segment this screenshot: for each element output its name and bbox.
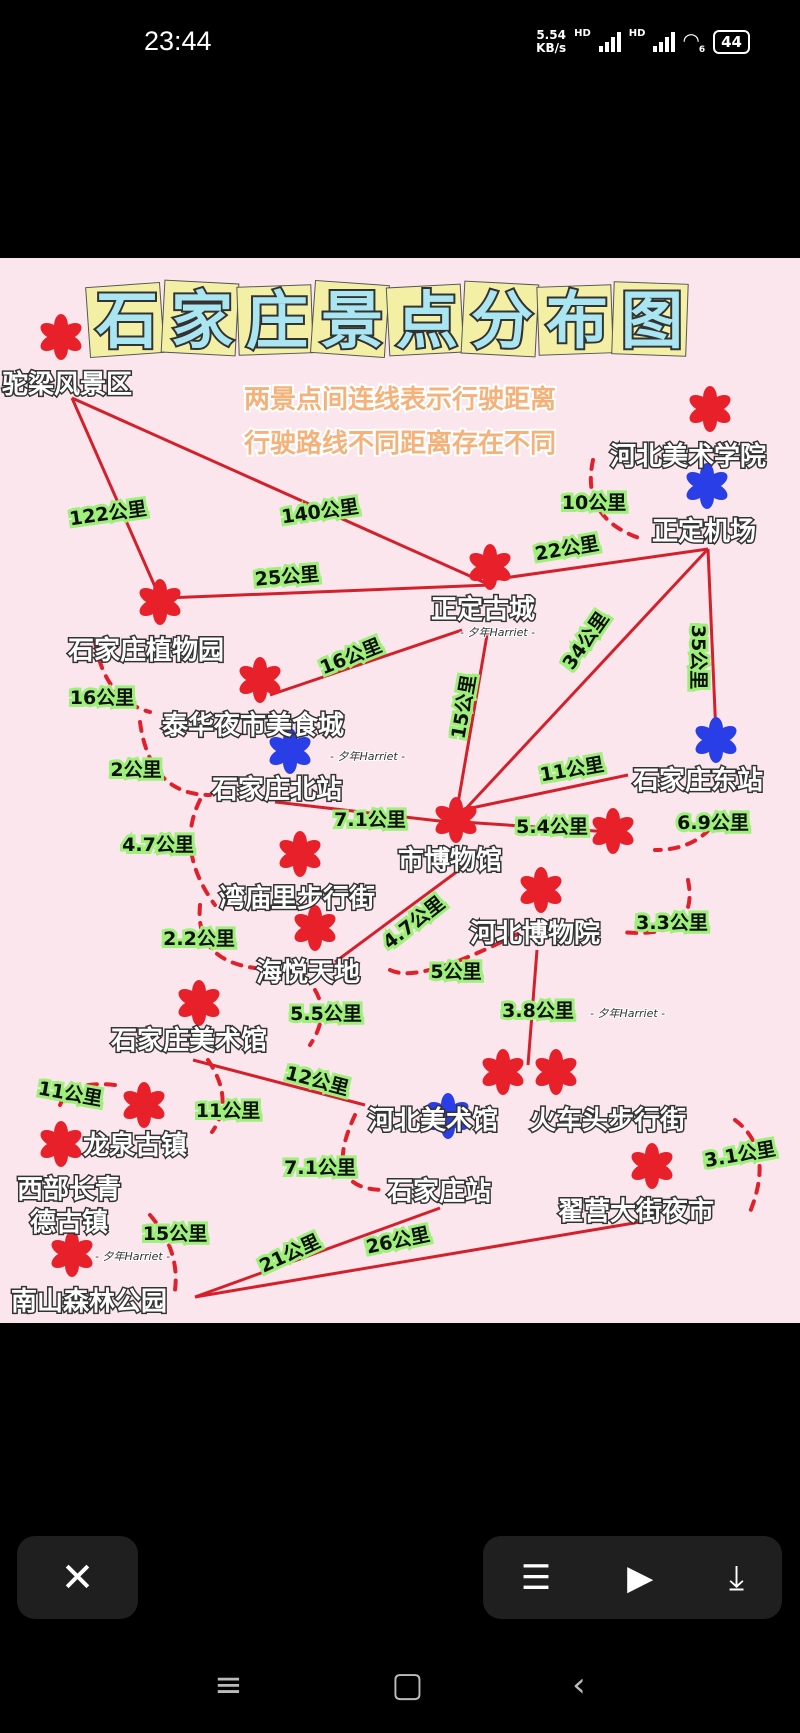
- place-label: 石家庄东站: [632, 765, 763, 796]
- list-icon[interactable]: ☰: [520, 1557, 552, 1598]
- distance-label: 3.8公里: [502, 1000, 574, 1022]
- place-label: 驼梁风景区: [2, 369, 132, 400]
- signal-icon-2: [653, 31, 676, 52]
- menu-icon[interactable]: ≡: [214, 1665, 243, 1705]
- navigation-bar: ≡ ▢ ‹: [0, 1655, 800, 1715]
- distance-label: 10公里: [562, 492, 626, 514]
- download-icon[interactable]: ⤓: [729, 1557, 745, 1598]
- place-label: 泰华夜市美食城: [162, 710, 344, 741]
- place-label: 正定古城: [431, 594, 535, 625]
- svg-text:庄: 庄: [246, 284, 308, 357]
- svg-text:布: 布: [546, 284, 608, 357]
- svg-text:点: 点: [396, 284, 458, 357]
- svg-text:家: 家: [171, 284, 233, 357]
- svg-text:- 夕年Harriet -: - 夕年Harriet -: [460, 626, 535, 639]
- watermarks: - 夕年Harriet - - 夕年Harriet - - 夕年Harriet …: [94, 625, 666, 1264]
- place-label: 湾庙里步行街: [219, 883, 375, 914]
- distance-label: 7.1公里: [334, 809, 406, 831]
- signal-icon: [598, 31, 621, 52]
- distance-label: 2公里: [110, 759, 161, 781]
- svg-text:分: 分: [471, 284, 533, 357]
- place-label: 南山森林公园: [11, 1287, 167, 1317]
- svg-text:图: 图: [621, 284, 683, 357]
- map-background: [0, 258, 800, 1323]
- place-label: 河北博物院: [470, 918, 600, 949]
- place-label: 河北美术学院: [610, 441, 766, 472]
- place-label: 石家庄植物园: [67, 635, 224, 666]
- clock: 23:44: [144, 26, 212, 56]
- place-label: 石家庄北站: [211, 774, 342, 805]
- sim1-label: HD: [574, 28, 591, 39]
- distance-label: 3.3公里: [636, 912, 708, 934]
- svg-text:- 夕年Harriet -: - 夕年Harriet -: [590, 1007, 665, 1020]
- distance-label: 35公里: [687, 625, 709, 689]
- place-label: 海悦天地: [256, 957, 360, 988]
- sim2-label: HD: [628, 28, 646, 39]
- close-icon: ✕: [60, 1554, 95, 1601]
- distance-label: 5.5公里: [290, 1003, 362, 1025]
- place-label: 石家庄美术馆: [110, 1025, 267, 1056]
- distance-label: 11公里: [196, 1100, 260, 1122]
- place-label: 正定机场: [652, 516, 756, 547]
- map-title: 石 家 庄 景 点 分 布 图: [85, 279, 689, 359]
- wifi-icon: ◠6: [683, 28, 706, 55]
- place-label: 龙泉古镇: [83, 1130, 187, 1161]
- distance-label: 7.1公里: [284, 1157, 356, 1179]
- routes: [58, 396, 762, 1299]
- svg-text:- 夕年Harriet -: - 夕年Harriet -: [330, 750, 405, 763]
- battery-icon: 44: [713, 29, 750, 54]
- subtitle-line-1: 两景点间连线表示行驶距离: [244, 384, 556, 415]
- distance-label: 16公里: [70, 687, 134, 709]
- place-label: 市博物馆: [398, 845, 502, 876]
- subtitle-line-2: 行驶路线不同距离存在不同: [243, 428, 556, 459]
- distance-label: 15公里: [143, 1223, 207, 1245]
- distance-label: 4.7公里: [122, 834, 194, 856]
- place-label: 石家庄站: [386, 1176, 491, 1207]
- back-icon[interactable]: ‹: [572, 1665, 586, 1705]
- distance-label: 2.2公里: [163, 928, 235, 950]
- place-label: 河北美术馆: [368, 1105, 498, 1136]
- svg-text:石: 石: [96, 284, 158, 357]
- place-label: 德古镇: [30, 1208, 108, 1238]
- place-label: 翟营大街夜市: [558, 1196, 714, 1227]
- place-label: 西部长青: [17, 1175, 121, 1205]
- home-icon[interactable]: ▢: [391, 1665, 424, 1705]
- place-labels: 驼梁风景区 河北美术学院 正定机场 正定古城 石家庄植物园 泰华夜市美食城 石家…: [1, 368, 768, 1319]
- place-label: 火车头步行街: [530, 1105, 686, 1136]
- distance-label: 5.4公里: [516, 816, 588, 838]
- distance-label: 6.9公里: [677, 812, 749, 834]
- media-controls: ☰ ▶ ⤓: [483, 1536, 782, 1619]
- svg-text:- 夕年Harriet -: - 夕年Harriet -: [95, 1250, 170, 1263]
- svg-text:景: 景: [321, 284, 383, 357]
- close-button[interactable]: ✕: [17, 1536, 138, 1619]
- play-icon[interactable]: ▶: [627, 1557, 654, 1598]
- distance-label: 5公里: [430, 961, 481, 983]
